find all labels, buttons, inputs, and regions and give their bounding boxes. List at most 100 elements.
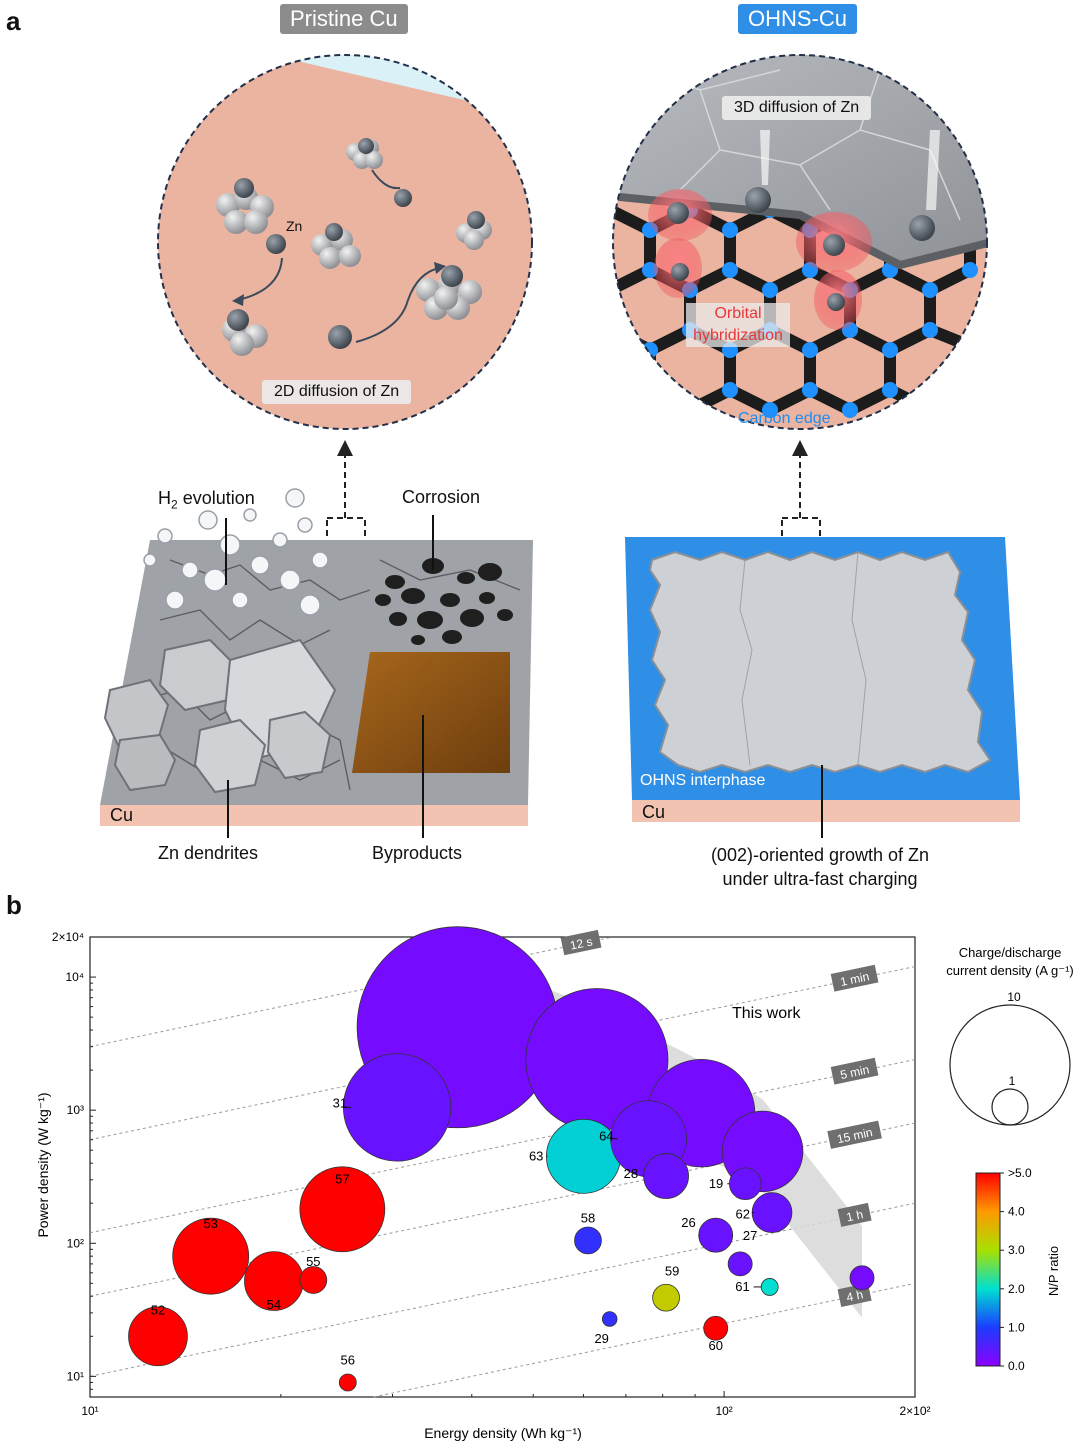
zn-cluster-5: [222, 309, 268, 356]
colorbar-tick-label: 1.0: [1008, 1320, 1025, 1334]
point-label-26: 26: [681, 1215, 695, 1230]
size-legend-title-1: Charge/discharge: [959, 945, 1062, 960]
point-label-61: 61: [735, 1279, 749, 1294]
x-axis-label: Energy density (Wh kg⁻¹): [424, 1425, 582, 1441]
point-label-64: 64: [599, 1129, 613, 1144]
data-point-31: [342, 1053, 452, 1162]
x-tick-label: 10¹: [81, 1404, 98, 1418]
data-point-58: [574, 1226, 602, 1255]
zn-plate: [613, 55, 987, 265]
time-labels: 12 s 1 min 5 min 15 min 1 h 4 h: [560, 929, 882, 1308]
data-point-53: [172, 1217, 250, 1295]
data-point-62: [751, 1192, 793, 1233]
pristine-substrate-label: Cu: [110, 805, 134, 825]
data-point-52: [128, 1306, 188, 1367]
corrosion-pits: [375, 558, 513, 645]
point-label-55: 55: [306, 1254, 320, 1269]
time-line: [373, 1282, 916, 1398]
time-label: 5 min: [830, 1057, 879, 1085]
point-label-54: 54: [267, 1297, 281, 1312]
colorbar-title: N/P ratio: [1046, 1246, 1061, 1296]
zn-hexagon-plate: [648, 550, 992, 774]
point-label-53: 53: [203, 1216, 217, 1231]
axis-ticks: 10¹ 10² 2×10² 10¹ 10² 10³ 10⁴ 2×10⁴: [52, 930, 931, 1418]
time-label: 1 min: [830, 964, 879, 992]
point-label-58: 58: [581, 1210, 595, 1225]
zn-cluster-3: [311, 223, 361, 269]
carbon-edge-label: Carbon edge: [738, 410, 831, 427]
point-label-57: 57: [335, 1171, 349, 1186]
point-label-19: 19: [709, 1176, 723, 1191]
point-label-62: 62: [736, 1207, 750, 1222]
byproducts-label: Byproducts: [372, 843, 463, 863]
colorbar-tick-label: 0.0: [1008, 1359, 1025, 1373]
size-legend-value-1: 1: [1009, 1074, 1016, 1088]
panel-b-letter: b: [6, 890, 22, 920]
x-tick-label: 10²: [715, 1404, 732, 1418]
zn-cluster-4: [456, 211, 492, 250]
size-legend-circle-10: [949, 1004, 1071, 1126]
h2-evolution-label: H2 evolution: [158, 488, 255, 512]
point-label-27: 27: [743, 1228, 757, 1243]
time-line: [89, 1059, 916, 1234]
point-label-56: 56: [341, 1352, 355, 1367]
ohns-zoom-circle: [612, 54, 988, 430]
point-label-29: 29: [594, 1331, 608, 1346]
zn-atom-label: Zn: [286, 218, 303, 234]
y-tick-label: 10⁴: [65, 970, 84, 984]
h2-bubbles: [143, 488, 329, 616]
point-label-63: 63: [529, 1148, 543, 1163]
colorbar-tick-label: 3.0: [1008, 1243, 1025, 1257]
data-point-28: [643, 1153, 689, 1199]
y-tick-label: 10¹: [67, 1369, 84, 1383]
y-axis-label: Power density (W kg⁻¹): [35, 1092, 51, 1237]
zn-cluster-2: [346, 138, 383, 169]
colorbar-tick-label: 2.0: [1008, 1282, 1025, 1296]
3d-diffusion-label: 3D diffusion of Zn: [722, 96, 872, 120]
ohns-substrate-label: Cu: [642, 802, 666, 822]
data-point-19: [729, 1167, 762, 1201]
data-point-56: [338, 1373, 357, 1392]
point-label-60: 60: [708, 1338, 722, 1353]
time-label-bg: [837, 1202, 872, 1227]
y-tick-label: 2×10⁴: [52, 930, 84, 944]
time-label-bg: [827, 1120, 882, 1149]
data-point-55: [299, 1266, 328, 1294]
data-point-59: [652, 1283, 680, 1312]
data-point-27: [727, 1251, 753, 1277]
size-legend-circle-1: [991, 1088, 1029, 1126]
point-label-52: 52: [151, 1302, 165, 1317]
energy-power-chart: 12 s 1 min 5 min 15 min 1 h 4 h 31 63 64 28 19 62 2…: [35, 926, 1074, 1441]
panel-a-illustration: [100, 54, 1020, 838]
zn-dendrites: [103, 638, 337, 794]
data-point-57: [299, 1166, 386, 1253]
time-label-text: 12 s: [569, 934, 594, 952]
time-label-bg: [560, 929, 602, 956]
time-label-text: 4 h: [845, 1287, 864, 1304]
this-work-label: This work: [732, 1005, 801, 1022]
time-label-text: 5 min: [839, 1062, 871, 1082]
data-point-26: [698, 1217, 734, 1253]
colorbar-ticks: >5.04.03.02.01.00.0: [1000, 1166, 1032, 1373]
zn-cluster-6: [416, 265, 482, 320]
time-label-text: 1 min: [839, 969, 871, 989]
2d-diffusion-label: 2D diffusion of Zn: [262, 380, 412, 404]
y-tick-label: 10²: [67, 1236, 84, 1250]
size-legend-title-2: current density (A g⁻¹): [946, 963, 1074, 978]
point-label-31: 31: [333, 1095, 347, 1110]
panel-a-letter: a: [6, 6, 21, 36]
ohns-cu-tag: OHNS-Cu: [738, 4, 858, 34]
data-point-this-work: [849, 1265, 875, 1291]
data-point-61: [760, 1278, 779, 1296]
point-label-28: 28: [624, 1166, 638, 1181]
ohns-interphase-label: OHNS interphase: [640, 772, 766, 789]
time-label: 15 min: [827, 1120, 882, 1149]
size-legend-value-10: 10: [1007, 990, 1021, 1004]
x-tick-label: 2×10²: [899, 1404, 930, 1418]
y-tick-label: 10³: [67, 1103, 84, 1117]
corrosion-label: Corrosion: [402, 487, 481, 507]
time-label-bg: [830, 1057, 879, 1085]
time-label-text: 1 h: [845, 1207, 864, 1224]
